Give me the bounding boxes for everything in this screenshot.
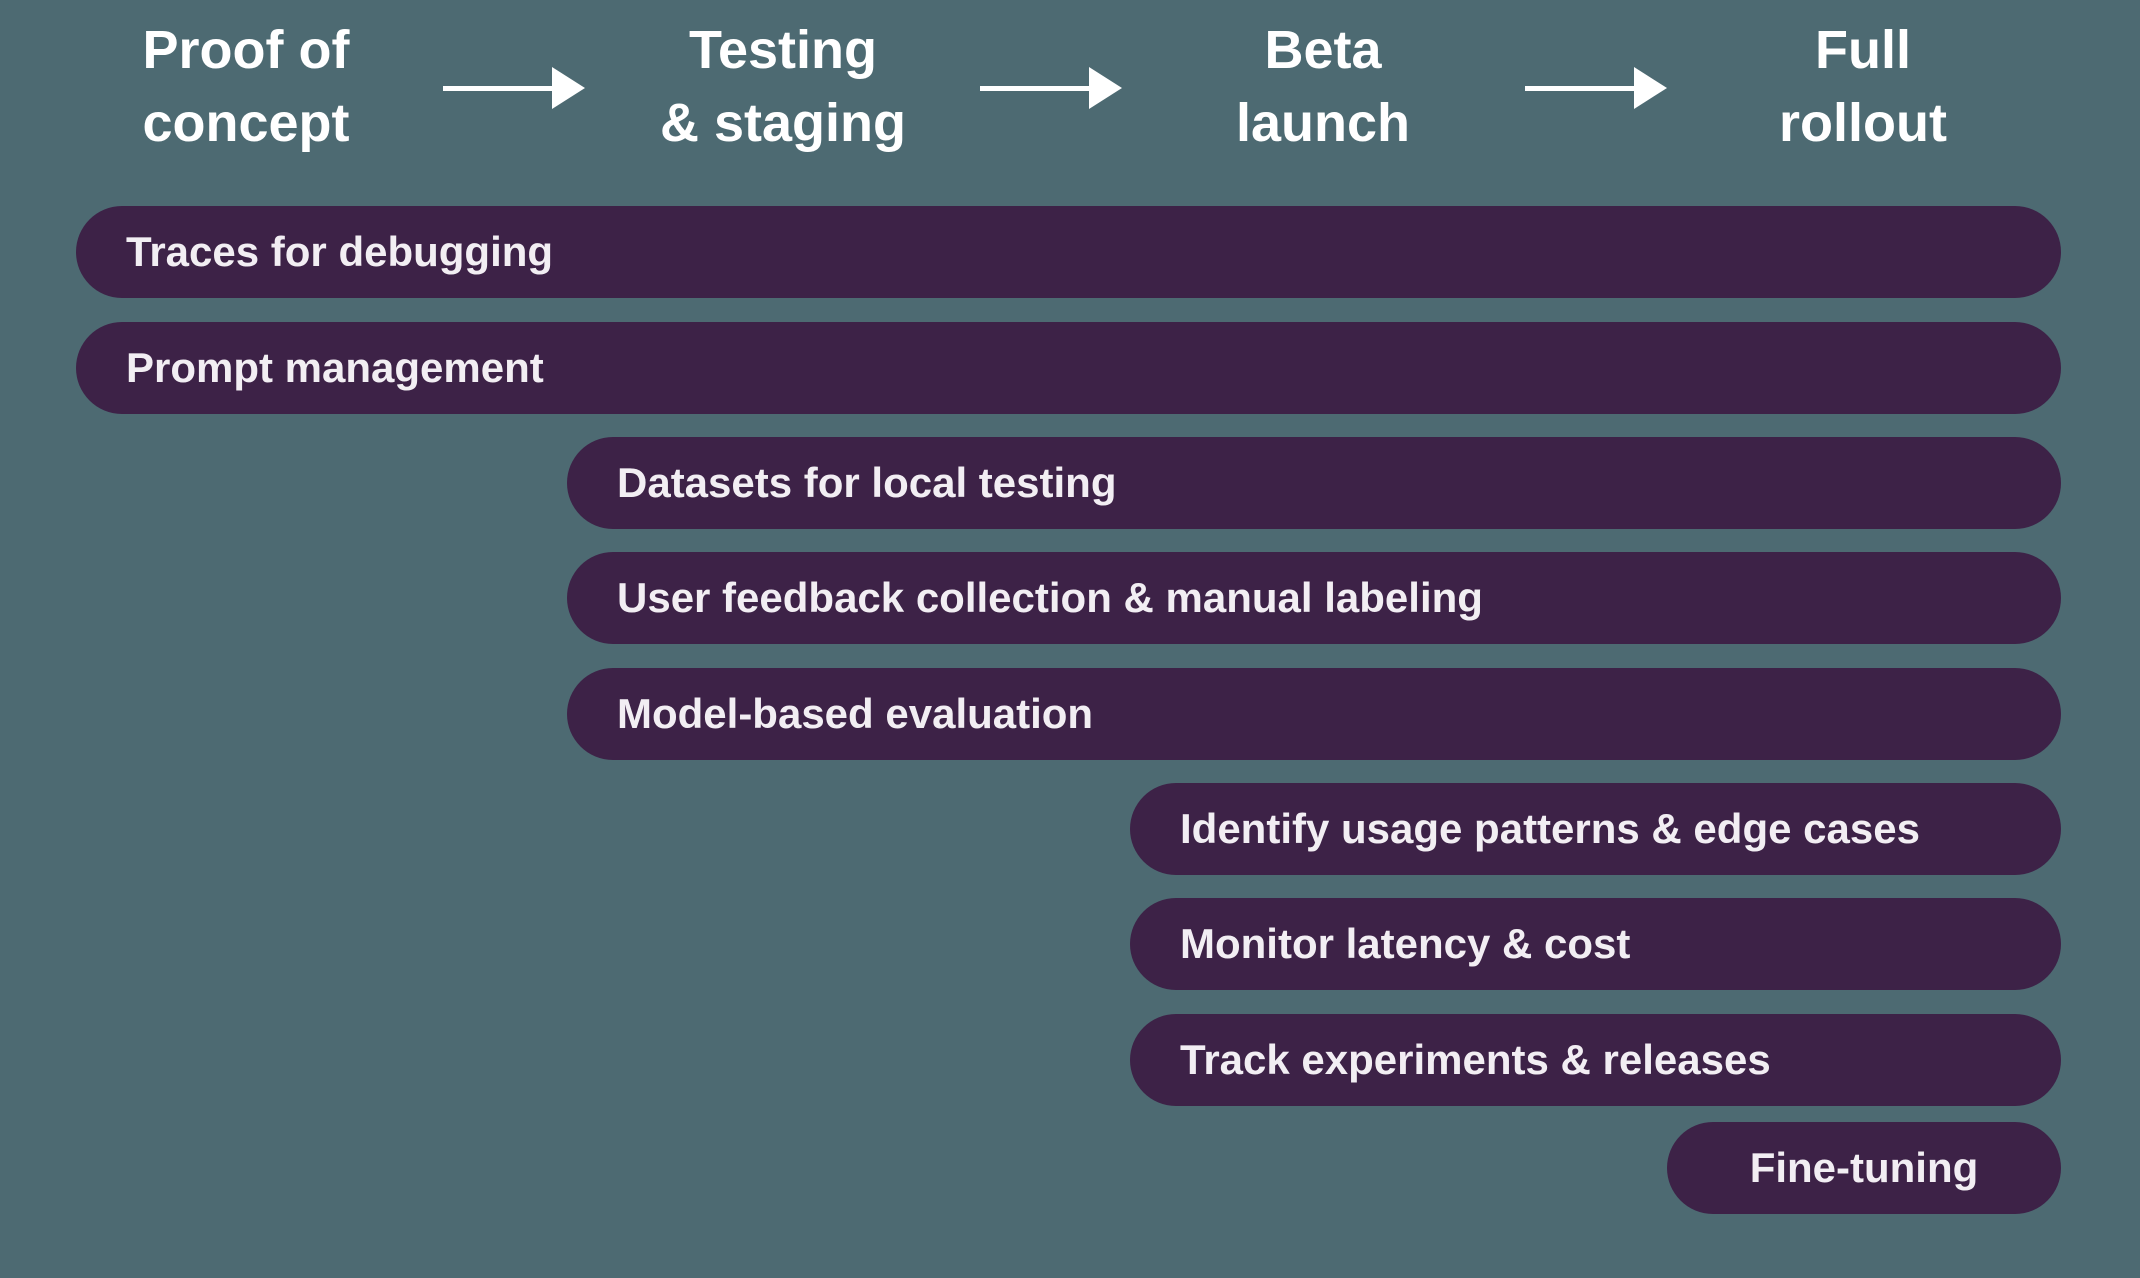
- bar-label: Prompt management: [126, 344, 544, 391]
- arrow-head: [552, 67, 585, 109]
- bar-monitor-latency-cost: Monitor latency & cost: [1130, 898, 2061, 990]
- bar-label: Model-based evaluation: [617, 690, 1094, 737]
- stage-header-full-rollout: Full rollout: [1779, 14, 1947, 160]
- arrow-shaft: [1525, 85, 1634, 91]
- bar-model-based-evaluation: Model-based evaluation: [567, 668, 2061, 760]
- arrow-right-icon: [980, 67, 1122, 109]
- stage-header-line: Full: [1815, 20, 1911, 80]
- arrow-right-icon: [443, 67, 585, 109]
- stage-header-line: launch: [1235, 93, 1411, 153]
- bar-label: Track experiments & releases: [1180, 1036, 1771, 1083]
- arrow-right-icon: [1525, 67, 1667, 109]
- stage-header-proof-of-concept: Proof of concept: [142, 14, 349, 160]
- bar-label: Identify usage patterns & edge cases: [1180, 805, 1920, 852]
- arrow-shaft: [443, 85, 552, 91]
- stage-header-line: rollout: [1779, 93, 1947, 153]
- arrow-shaft: [980, 85, 1089, 91]
- stage-header-line: Beta: [1264, 20, 1382, 80]
- bar-identify-usage-patterns: Identify usage patterns & edge cases: [1130, 783, 2061, 875]
- bar-label: User feedback collection & manual labeli…: [617, 574, 1483, 621]
- bar-user-feedback-collection: User feedback collection & manual labeli…: [567, 552, 2061, 644]
- bar-track-experiments-releases: Track experiments & releases: [1130, 1014, 2061, 1106]
- bar-fine-tuning: Fine-tuning: [1667, 1122, 2061, 1214]
- bar-label: Traces for debugging: [126, 228, 554, 275]
- bar-traces-for-debugging: Traces for debugging: [76, 206, 2061, 298]
- stage-header-line: concept: [142, 93, 350, 153]
- stage-header-line: Proof of: [142, 20, 350, 80]
- stage-header-line: & staging: [659, 93, 907, 153]
- bar-label: Monitor latency & cost: [1180, 920, 1631, 967]
- bar-label: Datasets for local testing: [617, 459, 1117, 506]
- arrow-head: [1634, 67, 1667, 109]
- stage-header-beta-launch: Beta launch: [1236, 14, 1410, 160]
- bar-datasets-for-local-testing: Datasets for local testing: [567, 437, 2061, 529]
- bar-prompt-management: Prompt management: [76, 322, 2061, 414]
- arrow-head: [1089, 67, 1122, 109]
- stage-header-line: Testing: [688, 20, 877, 80]
- stage-header-testing-staging: Testing & staging: [660, 14, 906, 160]
- bar-label: Fine-tuning: [1749, 1144, 1979, 1191]
